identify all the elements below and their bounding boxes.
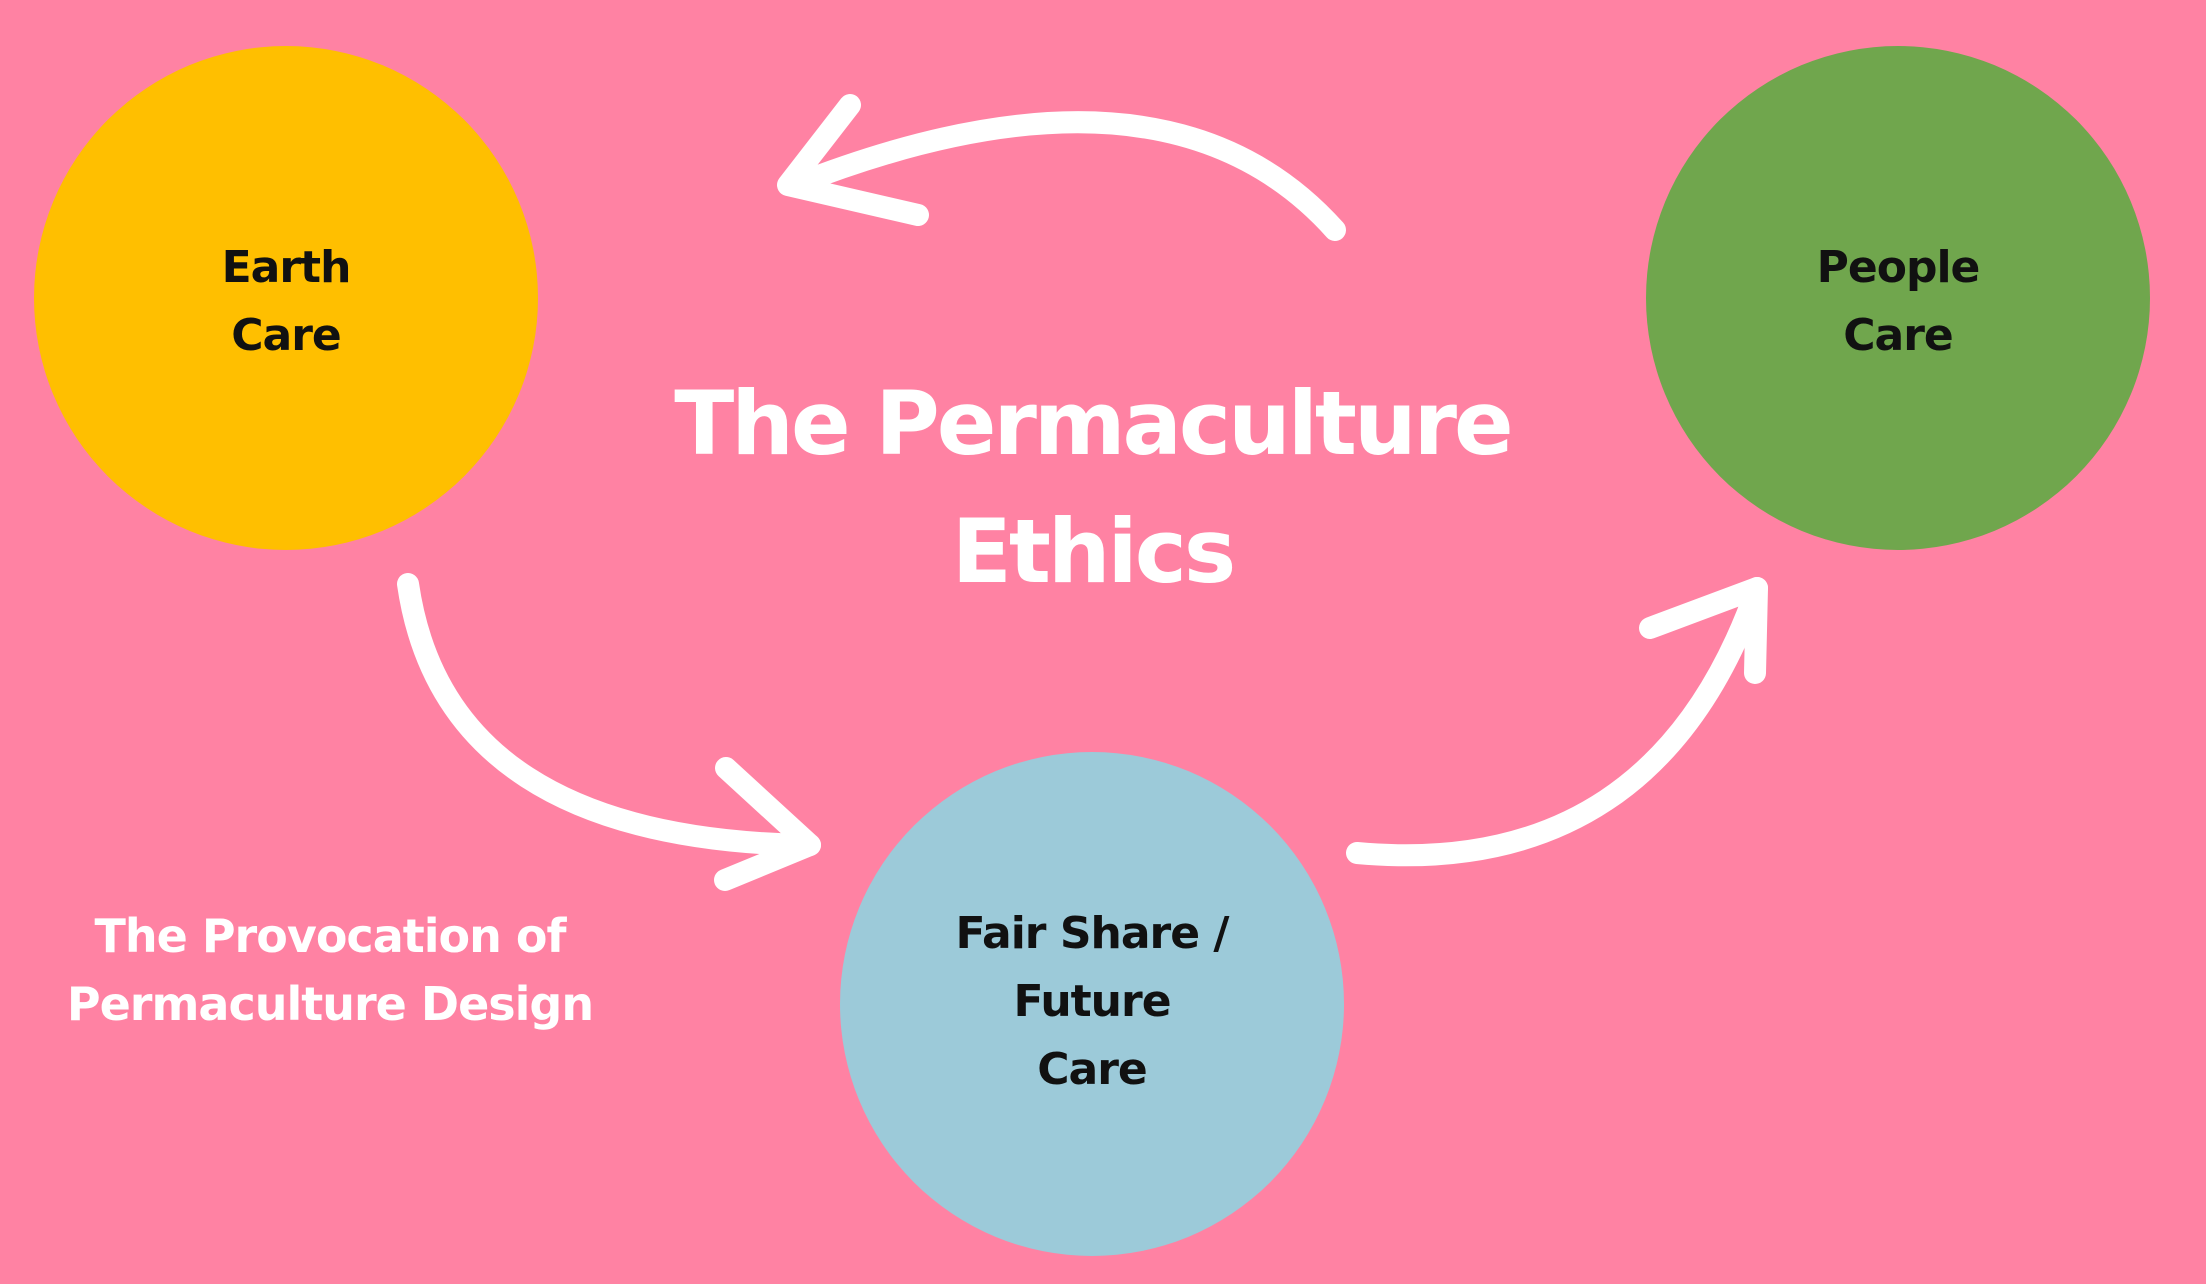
arrow-fairshare-to-people-head [1639, 577, 1768, 684]
fair-share-circle: Fair Share / Future Care [840, 752, 1344, 1256]
diagram-title: The Permaculture Ethics [674, 372, 1513, 603]
people-care-label: People Care [1816, 242, 1981, 361]
fair-share-label: Fair Share / Future Care [955, 908, 1230, 1095]
diagram-subtitle: The Provocation of Permaculture Design [66, 909, 594, 1031]
people-care-circle: People Care [1646, 46, 2150, 550]
earth-care-label: Earth Care [221, 242, 352, 361]
arrow-earth-to-fairshare [397, 573, 821, 856]
arrow-fairshare-to-people [1346, 577, 1768, 867]
earth-care-circle: Earth Care [34, 46, 538, 550]
arrow-people-to-earth [784, 111, 1346, 241]
arrow-people-to-earth-head [777, 94, 929, 226]
arrow-earth-to-fairshare-head [714, 757, 821, 891]
